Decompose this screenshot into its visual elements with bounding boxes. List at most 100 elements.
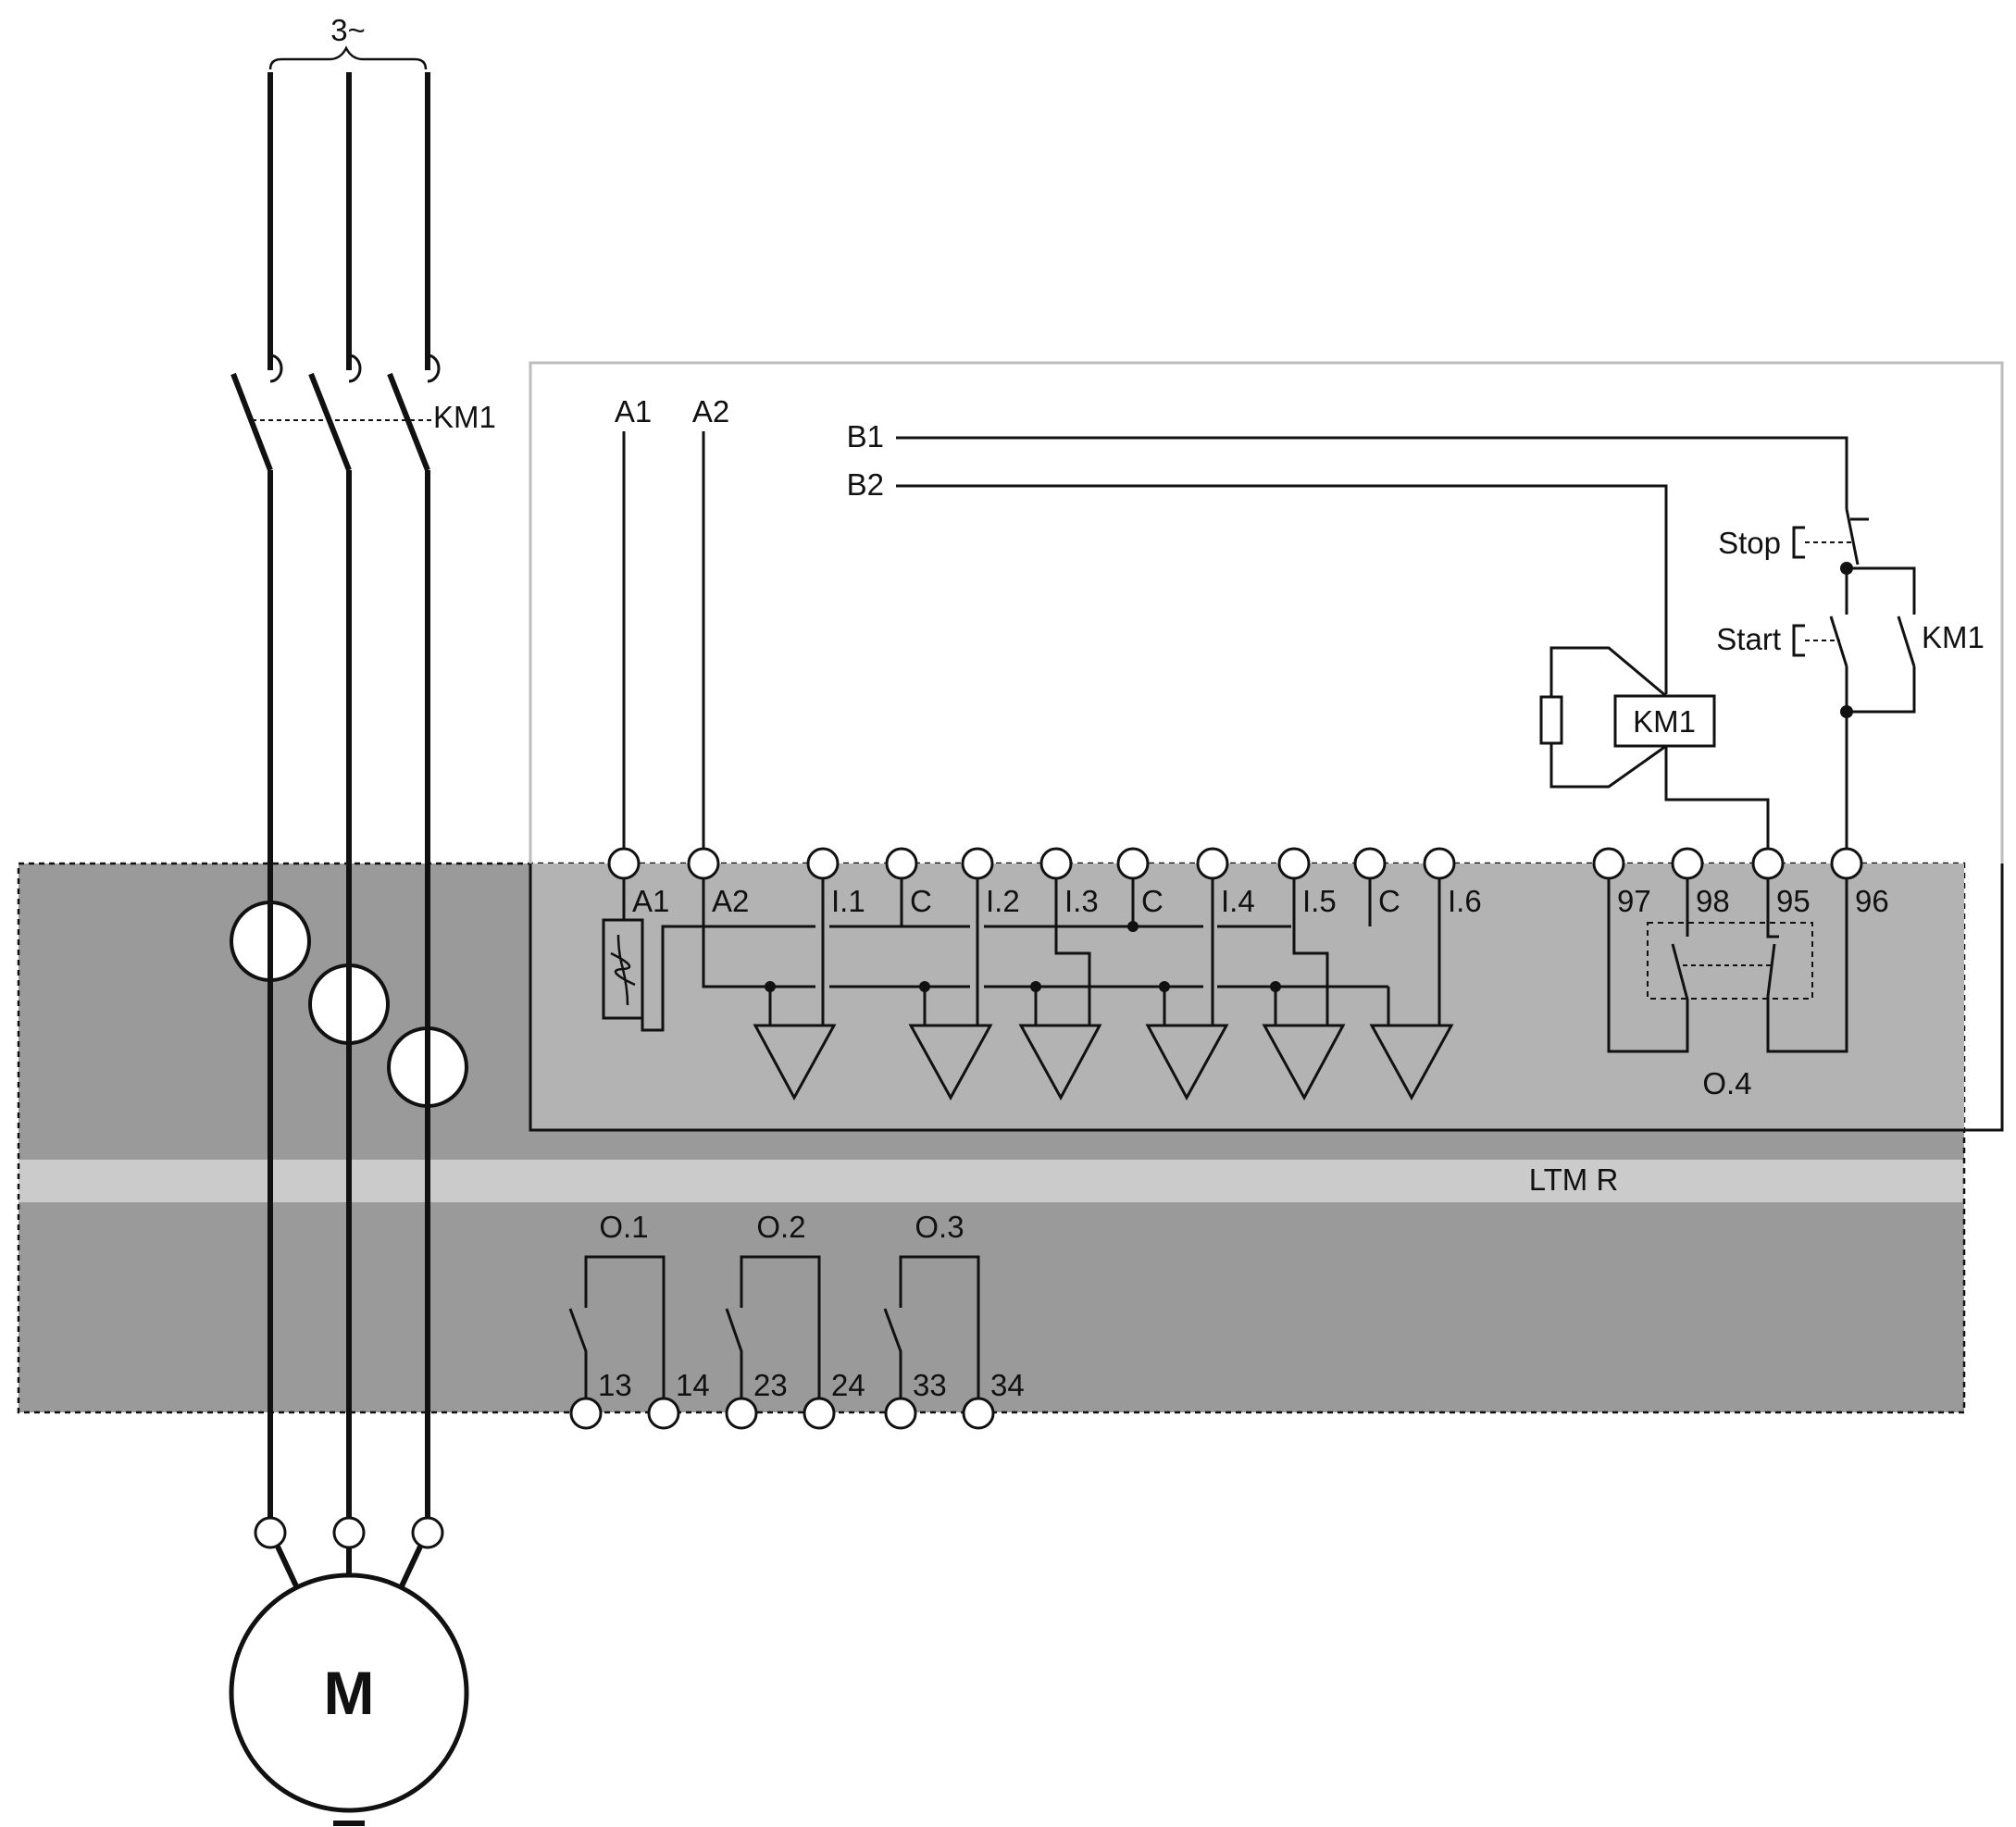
output-o4-relay-box [1647, 922, 1813, 1000]
motor-label: M [324, 1659, 375, 1727]
internal-power-supply-symbol [610, 934, 636, 1006]
output-o1-contact [568, 1255, 666, 1398]
control-panel-outline-front [529, 864, 2004, 1132]
terminal-13 [569, 1397, 603, 1430]
terminal-i1-2 [806, 847, 840, 880]
hold-branch-top [1847, 566, 1916, 615]
input-i3-comparator [1018, 1024, 1102, 1101]
relay-label: LTM R [1529, 1162, 1619, 1197]
junction-start [1840, 705, 1853, 718]
terminal-i5-8 [1277, 847, 1311, 880]
input-i6-comparator [1369, 1024, 1454, 1101]
terminal-c-9 [1353, 847, 1387, 880]
terminal-label: A1 [632, 884, 669, 918]
motor-terminal-v [332, 1516, 366, 1549]
input-i1-comparator [753, 1024, 837, 1101]
terminal-label: I.4 [1221, 884, 1255, 918]
start-button-actuator [1792, 624, 1805, 657]
a2-internal-wire [702, 879, 815, 988]
terminal-label: C [1141, 884, 1164, 918]
contactor-coil [1613, 694, 1716, 748]
terminal-98-12 [1671, 847, 1704, 880]
terminal-a1-0 [607, 847, 641, 880]
input-i3-wire [1054, 879, 1091, 1025]
motor-terminal-w [411, 1516, 444, 1549]
terminal-33 [884, 1397, 917, 1430]
stop-button-contact [1845, 508, 1860, 566]
phase-l2-contact-blade [308, 372, 352, 472]
terminal-label: 13 [598, 1368, 632, 1402]
control-circuit: A1 A2 B1 B2 Stop Start KM1 KM1 [615, 394, 1985, 848]
stop-button-label: Stop [1718, 526, 1781, 560]
terminal-label: 97 [1617, 884, 1651, 918]
hold-contact-km1 [1897, 615, 1916, 667]
output-o3-contact [883, 1255, 980, 1398]
relay-input-circuit: O.4 [602, 879, 1848, 1101]
hold-contact-label: KM1 [1922, 620, 1985, 654]
terminal-label: 14 [676, 1368, 710, 1402]
terminal-i2-4 [961, 847, 994, 880]
terminal-label: 34 [990, 1368, 1025, 1402]
control-panel [529, 361, 2004, 1132]
terminal-a2-1 [687, 847, 720, 880]
terminal-label: I.6 [1448, 884, 1482, 918]
relay-lower-section [19, 1202, 1964, 1412]
input-i5-comparator [1262, 1024, 1346, 1101]
input-i5-wire [1292, 879, 1329, 1025]
terminal-label: 33 [913, 1368, 947, 1402]
phase-l1-contact-hook [269, 354, 283, 383]
b2-supply-label: B2 [847, 467, 884, 502]
input-i2-comparator [908, 1024, 993, 1101]
terminal-label: I.5 [1302, 884, 1337, 918]
b1-supply-wire [896, 436, 1848, 509]
relay-bottom-terminals: 13 14 23 24 33 34 [569, 1368, 1025, 1430]
a1-supply-label: A1 [615, 394, 652, 429]
relay-output-circuits: O.1 O.2 O.3 [568, 1210, 980, 1398]
coil-suppressor-resistor [1539, 695, 1563, 745]
output-o1-label: O.1 [599, 1210, 648, 1244]
terminal-c-3 [885, 847, 918, 880]
coil-to-95-wire [1664, 746, 1770, 848]
motor-symbol [229, 1572, 469, 1813]
terminal-i6-10 [1423, 847, 1456, 880]
output-o4-nc-97-98 [1607, 879, 1689, 1053]
power-supply-return-wire [641, 925, 815, 1032]
terminal-label: A2 [712, 884, 749, 918]
input-i4-comparator [1145, 1024, 1229, 1101]
terminal-95-13 [1751, 847, 1785, 880]
terminal-24 [803, 1397, 836, 1430]
terminal-96-14 [1830, 847, 1863, 880]
phase-l3-contact-blade [387, 372, 430, 472]
terminal-i3-5 [1039, 847, 1073, 880]
a2-supply-label: A2 [692, 394, 729, 429]
supply-label: 3~ [330, 13, 366, 47]
terminal-label: 24 [831, 1368, 865, 1402]
terminal-label: 98 [1696, 884, 1730, 918]
terminal-label: 23 [753, 1368, 788, 1402]
output-o4-label: O.4 [1702, 1066, 1751, 1100]
motor-terminal-u [254, 1516, 287, 1549]
motor-lead-w [397, 1545, 423, 1592]
terminal-label: C [910, 884, 932, 918]
terminal-i4-7 [1196, 847, 1229, 880]
b1-supply-label: B1 [847, 419, 884, 454]
stop-button-actuator [1792, 526, 1805, 559]
b2-supply-wire [896, 484, 1668, 694]
terminal-label: I.2 [986, 884, 1020, 918]
output-o3-label: O.3 [915, 1210, 964, 1244]
phase-l2-contact-hook [348, 354, 362, 383]
terminal-label: 95 [1776, 884, 1811, 918]
terminal-23 [725, 1397, 758, 1430]
terminal-label: I.1 [831, 884, 865, 918]
terminal-label: I.3 [1064, 884, 1099, 918]
supply-brace [268, 45, 428, 70]
phase-l1-contact-blade [230, 372, 273, 472]
terminal-14 [647, 1397, 680, 1430]
terminal-c-6 [1116, 847, 1150, 880]
output-o2-label: O.2 [756, 1210, 805, 1244]
motor-lead-u [275, 1545, 301, 1592]
relay-label-band [19, 1160, 1964, 1202]
output-o4-nc-95-96 [1766, 879, 1848, 1053]
